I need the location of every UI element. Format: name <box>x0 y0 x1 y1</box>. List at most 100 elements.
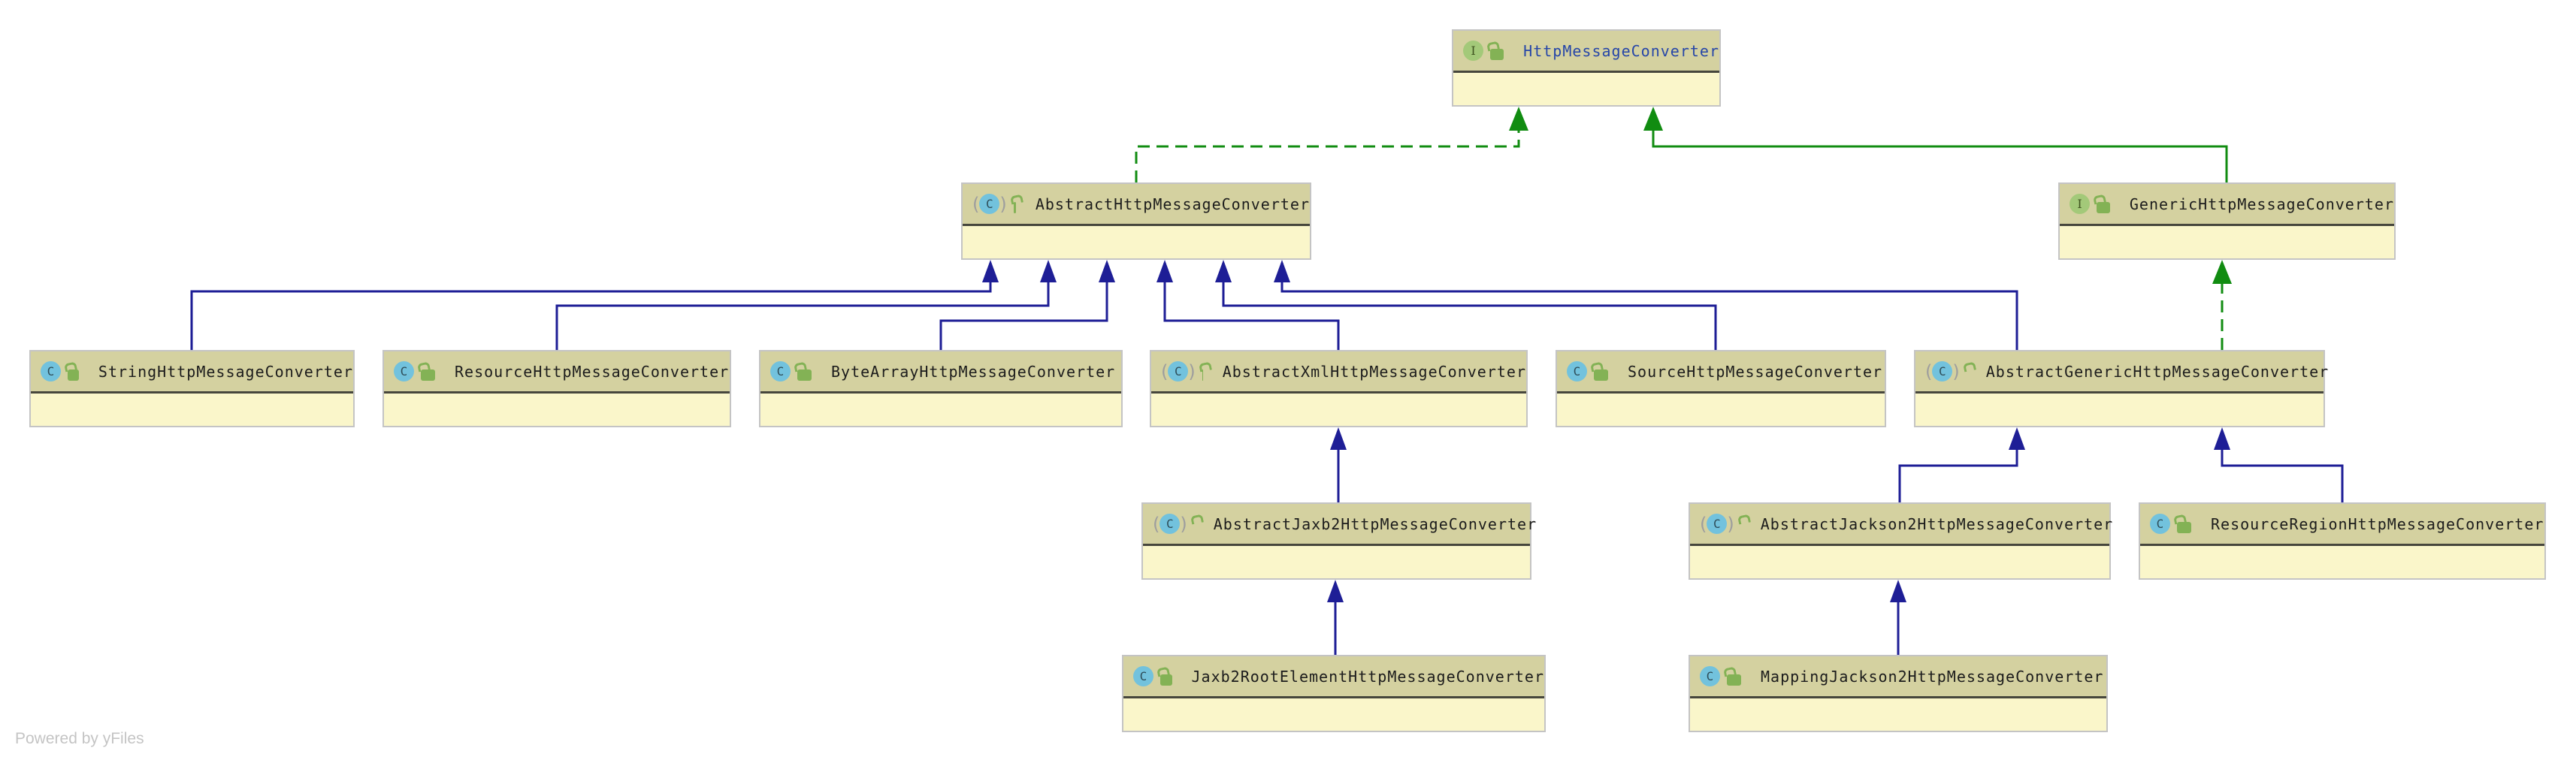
abstract-paren-left: ( <box>972 193 980 215</box>
type-icon-wrap: (C) <box>2150 514 2170 534</box>
abstract-icon: C <box>1168 361 1189 381</box>
arrowhead-AbstractGenericHttpMessageConverter <box>1274 260 1290 282</box>
arrowhead-ResourceRegionHttpMessageConverter <box>2214 427 2230 450</box>
class-node-header: (C) ByteArrayHttpMessageConverter <box>760 351 1121 394</box>
interface-icon: I <box>2070 194 2090 214</box>
arrowhead-Jaxb2RootElementHttpMessageConverter <box>1327 580 1344 602</box>
class-name-label: ResourceHttpMessageConverter <box>455 362 730 381</box>
class-icon: C <box>2150 514 2170 534</box>
type-icon-wrap: (C) <box>1700 514 1734 534</box>
class-node-header: (C) AbstractXmlHttpMessageConverter <box>1151 351 1526 394</box>
class-node-header: (C) StringHttpMessageConverter <box>31 351 353 394</box>
class-members-section <box>1690 698 2106 730</box>
class-node-header: (I) HttpMessageConverter <box>1453 31 1719 73</box>
arrowhead-AbstractHttpMessageConverter <box>1509 107 1528 131</box>
interface-icon: I <box>1463 41 1483 61</box>
type-icon-wrap: (C) <box>41 361 61 381</box>
type-icon-wrap: (C) <box>972 194 1007 214</box>
edge-extends-ByteArrayHttpMessageConverter <box>939 281 1108 350</box>
class-members-section <box>1453 73 1719 104</box>
class-node-MappingJackson2HttpMessageConverter[interactable]: (C) MappingJackson2HttpMessageConverter <box>1689 655 2108 732</box>
abstract-icon: C <box>1160 514 1181 534</box>
class-name-label: ByteArrayHttpMessageConverter <box>831 362 1116 381</box>
class-name-label: StringHttpMessageConverter <box>98 362 353 381</box>
edge-extends-AbstractXmlHttpMessageConverter <box>1163 281 1340 350</box>
class-icon: C <box>770 361 791 381</box>
arrowhead-AbstractXmlHttpMessageConverter <box>1156 260 1173 282</box>
arrowhead-MappingJackson2HttpMessageConverter <box>1890 580 1906 602</box>
class-icon: C <box>1700 666 1720 686</box>
arrowhead-SourceHttpMessageConverter <box>1215 260 1232 282</box>
class-name-label: AbstractGenericHttpMessageConverter <box>1985 362 2330 381</box>
unlocked-padlock-icon <box>421 369 435 381</box>
abstract-paren-right: ) <box>1727 513 1734 535</box>
class-node-SourceHttpMessageConverter[interactable]: (C) SourceHttpMessageConverter <box>1556 350 1886 427</box>
class-members-section <box>1123 698 1544 730</box>
class-node-Jaxb2RootElementHttpMessageConverter[interactable]: (C) Jaxb2RootElementHttpMessageConverter <box>1122 655 1546 732</box>
class-node-AbstractJackson2HttpMessageConverter[interactable]: (C) AbstractJackson2HttpMessageConverter <box>1689 502 2114 580</box>
arrowhead-ResourceHttpMessageConverter <box>1040 260 1057 282</box>
class-node-ResourceHttpMessageConverter[interactable]: (C) ResourceHttpMessageConverter <box>382 350 731 427</box>
powered-by-yfiles-link[interactable]: Powered by yFiles <box>15 730 144 747</box>
class-node-header: (C) AbstractGenericHttpMessageConverter <box>1915 351 2328 394</box>
type-icon-wrap: (C) <box>770 361 791 381</box>
type-icon-wrap: (C) <box>394 361 414 381</box>
type-icon-wrap: (I) <box>2070 194 2090 214</box>
type-icon-wrap: (C) <box>1925 361 1960 381</box>
abstract-paren-right: ) <box>999 193 1007 215</box>
class-node-ResourceRegionHttpMessageConverter[interactable]: (C) ResourceRegionHttpMessageConverter <box>2139 502 2546 580</box>
class-members-section <box>384 394 730 425</box>
class-node-ByteArrayHttpMessageConverter[interactable]: (C) ByteArrayHttpMessageConverter <box>759 350 1123 427</box>
class-node-AbstractJaxb2HttpMessageConverter[interactable]: (C) AbstractJaxb2HttpMessageConverter <box>1141 502 1536 580</box>
unlocked-padlock-icon <box>1727 674 1741 686</box>
class-node-header: (C) AbstractJaxb2HttpMessageConverter <box>1143 504 1536 546</box>
class-members-section <box>1151 394 1526 425</box>
type-icon-wrap: (C) <box>1161 361 1196 381</box>
type-icon-wrap: (C) <box>1133 666 1153 686</box>
class-name-label: HttpMessageConverter <box>1523 41 1719 60</box>
class-node-header: (C) Jaxb2RootElementHttpMessageConverter <box>1123 656 1544 698</box>
type-icon-wrap: (C) <box>1153 514 1187 534</box>
class-icon: C <box>394 361 414 381</box>
abstract-icon: C <box>1932 361 1953 381</box>
edge-extends-ResourceHttpMessageConverter <box>555 281 1050 350</box>
class-name-label: Jaxb2RootElementHttpMessageConverter <box>1191 667 1544 686</box>
unlocked-padlock-icon <box>1490 48 1504 60</box>
class-node-AbstractHttpMessageConverter[interactable]: (C) AbstractHttpMessageConverter <box>961 182 1311 260</box>
arrowhead-GenericHttpMessageConverter <box>1643 107 1663 131</box>
edge-extends-SourceHttpMessageConverter <box>1222 281 1717 350</box>
abstract-paren-left: ( <box>1925 360 1933 382</box>
class-node-HttpMessageConverter[interactable]: (I) HttpMessageConverter <box>1452 29 1721 107</box>
unlocked-padlock-icon <box>797 369 812 381</box>
class-node-header: (I) GenericHttpMessageConverter <box>2060 184 2394 226</box>
arrowhead-AbstractJaxb2HttpMessageConverter <box>1330 427 1347 450</box>
class-node-GenericHttpMessageConverter[interactable]: (I) GenericHttpMessageConverter <box>2058 182 2396 260</box>
abstract-paren-left: ( <box>1153 513 1160 535</box>
class-node-header: (C) AbstractHttpMessageConverter <box>963 184 1310 226</box>
class-node-StringHttpMessageConverter[interactable]: (C) StringHttpMessageConverter <box>29 350 355 427</box>
edge-extends-AbstractGenericHttpMessageConverter <box>1280 281 2018 350</box>
class-members-section <box>1915 394 2324 425</box>
class-icon: C <box>1567 361 1587 381</box>
class-icon: C <box>41 361 61 381</box>
type-icon-wrap: (C) <box>1567 361 1587 381</box>
arrowhead-StringHttpMessageConverter <box>982 260 999 282</box>
edge-implements-AbstractHttpMessageConverter <box>1135 129 1520 182</box>
class-node-AbstractGenericHttpMessageConverter[interactable]: (C) AbstractGenericHttpMessageConverter <box>1914 350 2328 427</box>
unlocked-padlock-icon <box>1594 369 1608 381</box>
edge-extends-GenericHttpMessageConverter <box>1652 129 2228 182</box>
class-name-label: AbstractJackson2HttpMessageConverter <box>1760 514 2114 533</box>
unlocked-padlock-icon <box>1202 369 1203 381</box>
class-members-section <box>2060 226 2394 258</box>
class-name-label: SourceHttpMessageConverter <box>1628 362 1883 381</box>
abstract-paren-left: ( <box>1161 360 1169 382</box>
class-members-section <box>2140 546 2544 578</box>
class-name-label: MappingJackson2HttpMessageConverter <box>1761 667 2104 686</box>
abstract-paren-right: ) <box>1952 360 1960 382</box>
edge-extends-ResourceRegionHttpMessageConverter <box>2221 448 2344 502</box>
unlocked-padlock-icon <box>1013 201 1016 213</box>
class-node-header: (C) MappingJackson2HttpMessageConverter <box>1690 656 2106 698</box>
class-node-AbstractXmlHttpMessageConverter[interactable]: (C) AbstractXmlHttpMessageConverter <box>1150 350 1528 427</box>
class-members-section <box>963 226 1310 258</box>
